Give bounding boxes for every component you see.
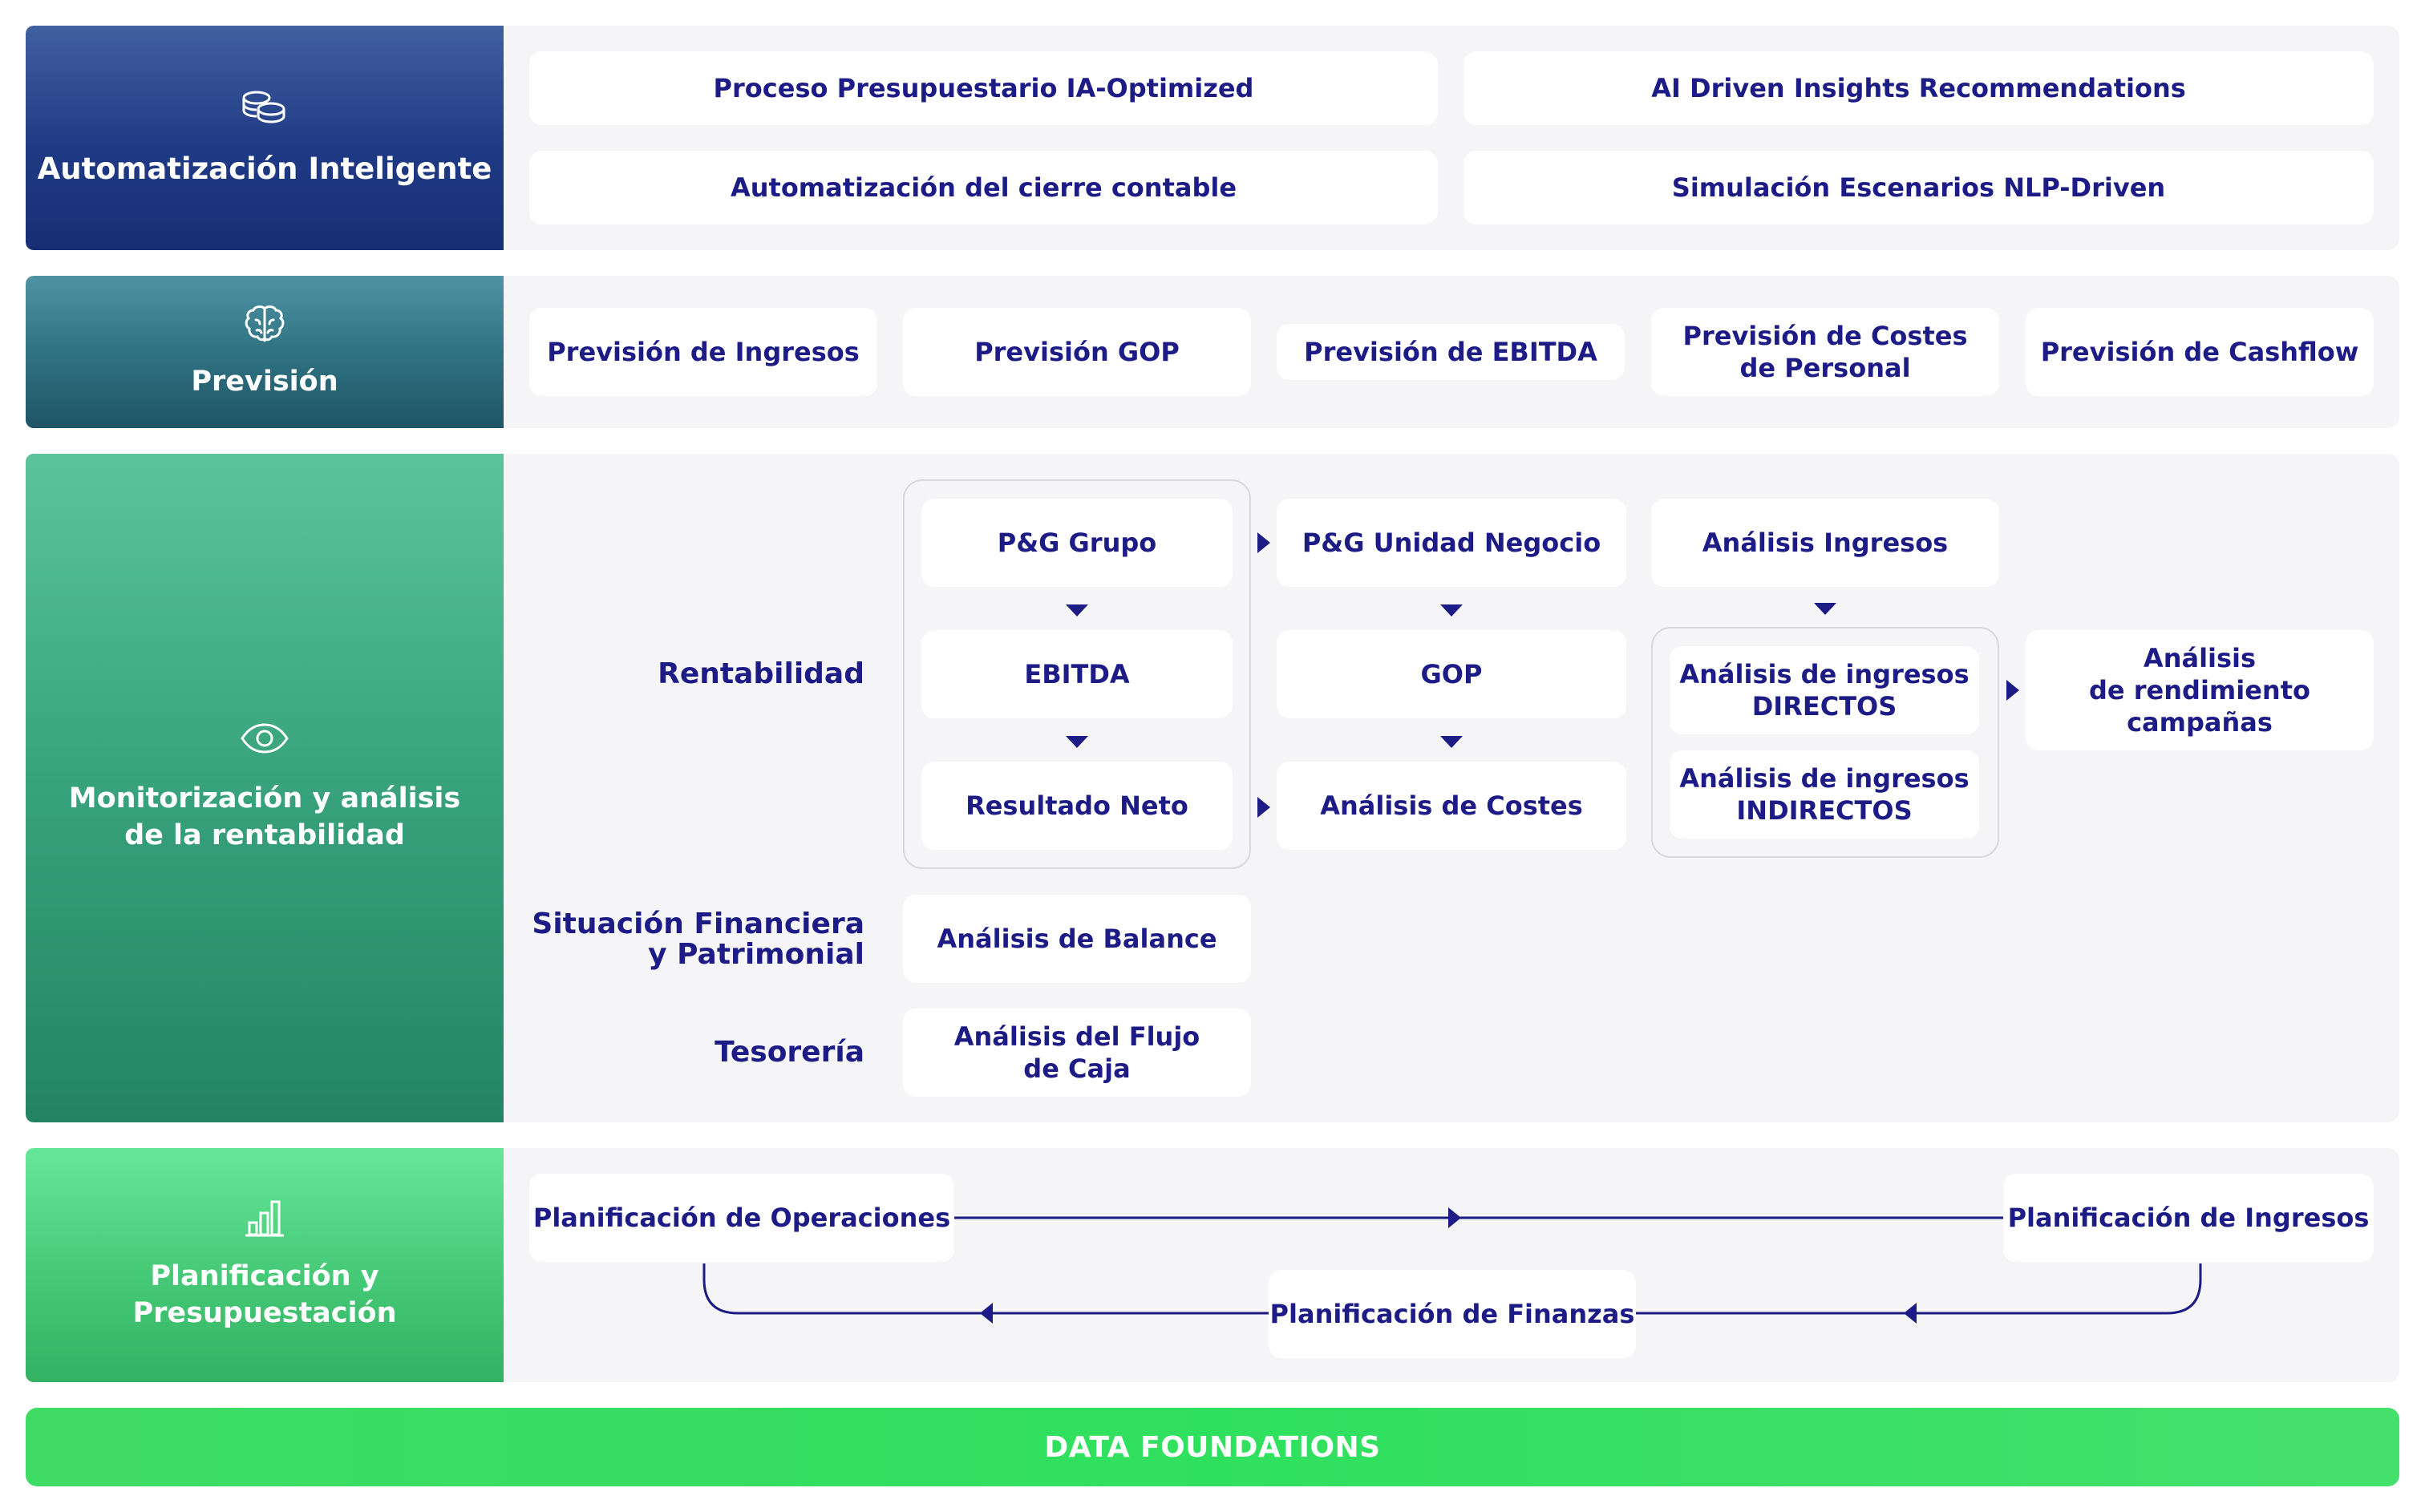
monitorizacion-sidebar: Monitorización y análisis de la rentabil… bbox=[26, 454, 504, 1122]
card-label: Planificación de Ingresos bbox=[2007, 1203, 2370, 1233]
prevision-card-gop[interactable]: Previsión GOP bbox=[903, 308, 1251, 396]
row-label-tesoreria: Tesorería bbox=[715, 1036, 864, 1069]
card-label-line-2: INDIRECTOS bbox=[1736, 795, 1913, 826]
card-label: Previsión de Ingresos bbox=[547, 337, 860, 367]
arrow-down-icon bbox=[1066, 736, 1088, 748]
card-label-line-2: de Caja bbox=[1023, 1053, 1131, 1084]
arrow-right-icon bbox=[1257, 797, 1270, 818]
bar-chart-icon bbox=[243, 1199, 286, 1240]
coins-icon bbox=[239, 88, 290, 130]
arrow-right-icon bbox=[1448, 1207, 1461, 1228]
card-ebitda[interactable]: EBITDA bbox=[921, 630, 1233, 718]
card-resultado-neto[interactable]: Resultado Neto bbox=[921, 762, 1233, 850]
card-ingresos-indirectos[interactable]: Análisis de ingresos INDIRECTOS bbox=[1670, 750, 1979, 839]
card-pyg-unidad-negocio[interactable]: P&G Unidad Negocio bbox=[1277, 499, 1626, 587]
planificacion-title-line-1: Planificación y bbox=[150, 1260, 379, 1292]
arrow-left-icon bbox=[980, 1303, 993, 1324]
arrow-right-icon bbox=[2006, 680, 2019, 701]
card-rendimiento-campanas[interactable]: Análisis de rendimiento campañas bbox=[2026, 630, 2374, 750]
automatizacion-card-cierre[interactable]: Automatización del cierre contable bbox=[529, 151, 1438, 224]
card-label-line-1: Análisis del Flujo bbox=[953, 1021, 1200, 1052]
card-pyg-grupo[interactable]: P&G Grupo bbox=[921, 499, 1233, 587]
card-label: Análisis de Balance bbox=[937, 924, 1217, 954]
card-label: Automatización del cierre contable bbox=[730, 172, 1237, 203]
card-analisis-ingresos[interactable]: Análisis Ingresos bbox=[1651, 499, 1999, 587]
card-label: Planificación de Operaciones bbox=[532, 1203, 951, 1233]
card-gop[interactable]: GOP bbox=[1277, 630, 1626, 718]
automatizacion-card-proceso[interactable]: Proceso Presupuestario IA-Optimized bbox=[529, 51, 1438, 125]
row-label-situacion: Situación Financiera y Patrimonial bbox=[513, 909, 864, 970]
data-foundations-label: DATA FOUNDATIONS bbox=[1044, 1430, 1381, 1464]
card-label: EBITDA bbox=[1024, 659, 1130, 689]
pyg-grupo-group bbox=[903, 479, 1251, 869]
card-label: P&G Grupo bbox=[997, 528, 1157, 558]
prevision-card-ingresos[interactable]: Previsión de Ingresos bbox=[529, 308, 877, 396]
arrow-down-icon bbox=[1814, 603, 1836, 615]
arrow-down-icon bbox=[1440, 604, 1463, 617]
card-flujo-caja[interactable]: Análisis del Flujo de Caja bbox=[903, 1009, 1251, 1097]
prevision-card-ebitda[interactable]: Previsión de EBITDA bbox=[1277, 324, 1625, 380]
card-label-line-3: campañas bbox=[2127, 707, 2273, 738]
automatizacion-sidebar: Automatización Inteligente bbox=[26, 26, 504, 250]
ingresos-group bbox=[1651, 627, 1999, 858]
card-analisis-balance[interactable]: Análisis de Balance bbox=[903, 895, 1251, 983]
card-label: Previsión GOP bbox=[974, 337, 1180, 367]
planificacion-sidebar: Planificación y Presupuestación bbox=[26, 1148, 504, 1382]
card-planificacion-operaciones[interactable]: Planificación de Operaciones bbox=[529, 1174, 954, 1262]
card-label: Planificación de Finanzas bbox=[1269, 1299, 1635, 1329]
card-label: Previsión de EBITDA bbox=[1304, 337, 1597, 367]
card-label-line-2: de Personal bbox=[1739, 353, 1911, 383]
arrow-down-icon bbox=[1440, 736, 1463, 748]
card-label-line-2: de rendimiento bbox=[2089, 675, 2310, 705]
arrow-down-icon bbox=[1066, 604, 1088, 617]
card-label-line-1: Análisis de ingresos bbox=[1679, 659, 1970, 689]
card-planificacion-ingresos[interactable]: Planificación de Ingresos bbox=[2003, 1174, 2374, 1262]
arrow-right-icon bbox=[1257, 532, 1270, 553]
card-label-line-1: Análisis bbox=[2143, 643, 2257, 673]
prevision-card-cashflow[interactable]: Previsión de Cashflow bbox=[2026, 308, 2374, 396]
monitorizacion-title-line-2: de la rentabilidad bbox=[124, 819, 405, 851]
card-label-line-1: Previsión de Costes bbox=[1682, 321, 1968, 351]
card-label-line-1: Análisis de ingresos bbox=[1679, 763, 1970, 794]
row-label-line-1: Situación Financiera bbox=[532, 908, 864, 940]
card-label: Resultado Neto bbox=[966, 790, 1188, 821]
automatizacion-title: Automatización Inteligente bbox=[37, 152, 492, 186]
brain-icon bbox=[240, 304, 289, 349]
data-foundations-bar[interactable]: DATA FOUNDATIONS bbox=[26, 1408, 2399, 1486]
card-label: Análisis Ingresos bbox=[1702, 528, 1949, 558]
eye-icon bbox=[240, 722, 289, 758]
card-label: Simulación Escenarios NLP-Driven bbox=[1671, 172, 2166, 203]
planificacion-title-line-2: Presupuestación bbox=[132, 1297, 397, 1329]
card-planificacion-finanzas[interactable]: Planificación de Finanzas bbox=[1269, 1270, 1636, 1358]
card-label: GOP bbox=[1420, 659, 1483, 689]
card-label: Análisis de Costes bbox=[1320, 790, 1583, 821]
card-label: Proceso Presupuestario IA-Optimized bbox=[713, 73, 1254, 103]
automatizacion-card-simulacion[interactable]: Simulación Escenarios NLP-Driven bbox=[1464, 151, 2374, 224]
card-analisis-costes[interactable]: Análisis de Costes bbox=[1277, 762, 1626, 850]
arrow-left-icon bbox=[1904, 1303, 1917, 1324]
card-ingresos-directos[interactable]: Análisis de ingresos DIRECTOS bbox=[1670, 646, 1979, 734]
row-label-line-2: y Patrimonial bbox=[648, 938, 864, 971]
monitorizacion-title-line-1: Monitorización y análisis bbox=[68, 782, 461, 815]
automatizacion-card-insights[interactable]: AI Driven Insights Recommendations bbox=[1464, 51, 2374, 125]
card-label: P&G Unidad Negocio bbox=[1302, 528, 1601, 558]
prevision-card-costes-personal[interactable]: Previsión de Costes de Personal bbox=[1651, 308, 1999, 396]
row-label-rentabilidad: Rentabilidad bbox=[658, 657, 864, 690]
card-label-line-2: DIRECTOS bbox=[1751, 691, 1897, 722]
card-label: AI Driven Insights Recommendations bbox=[1651, 73, 2186, 103]
card-label: Previsión de Cashflow bbox=[2040, 337, 2359, 367]
prevision-title: Previsión bbox=[191, 366, 338, 398]
prevision-sidebar: Previsión bbox=[26, 276, 504, 428]
